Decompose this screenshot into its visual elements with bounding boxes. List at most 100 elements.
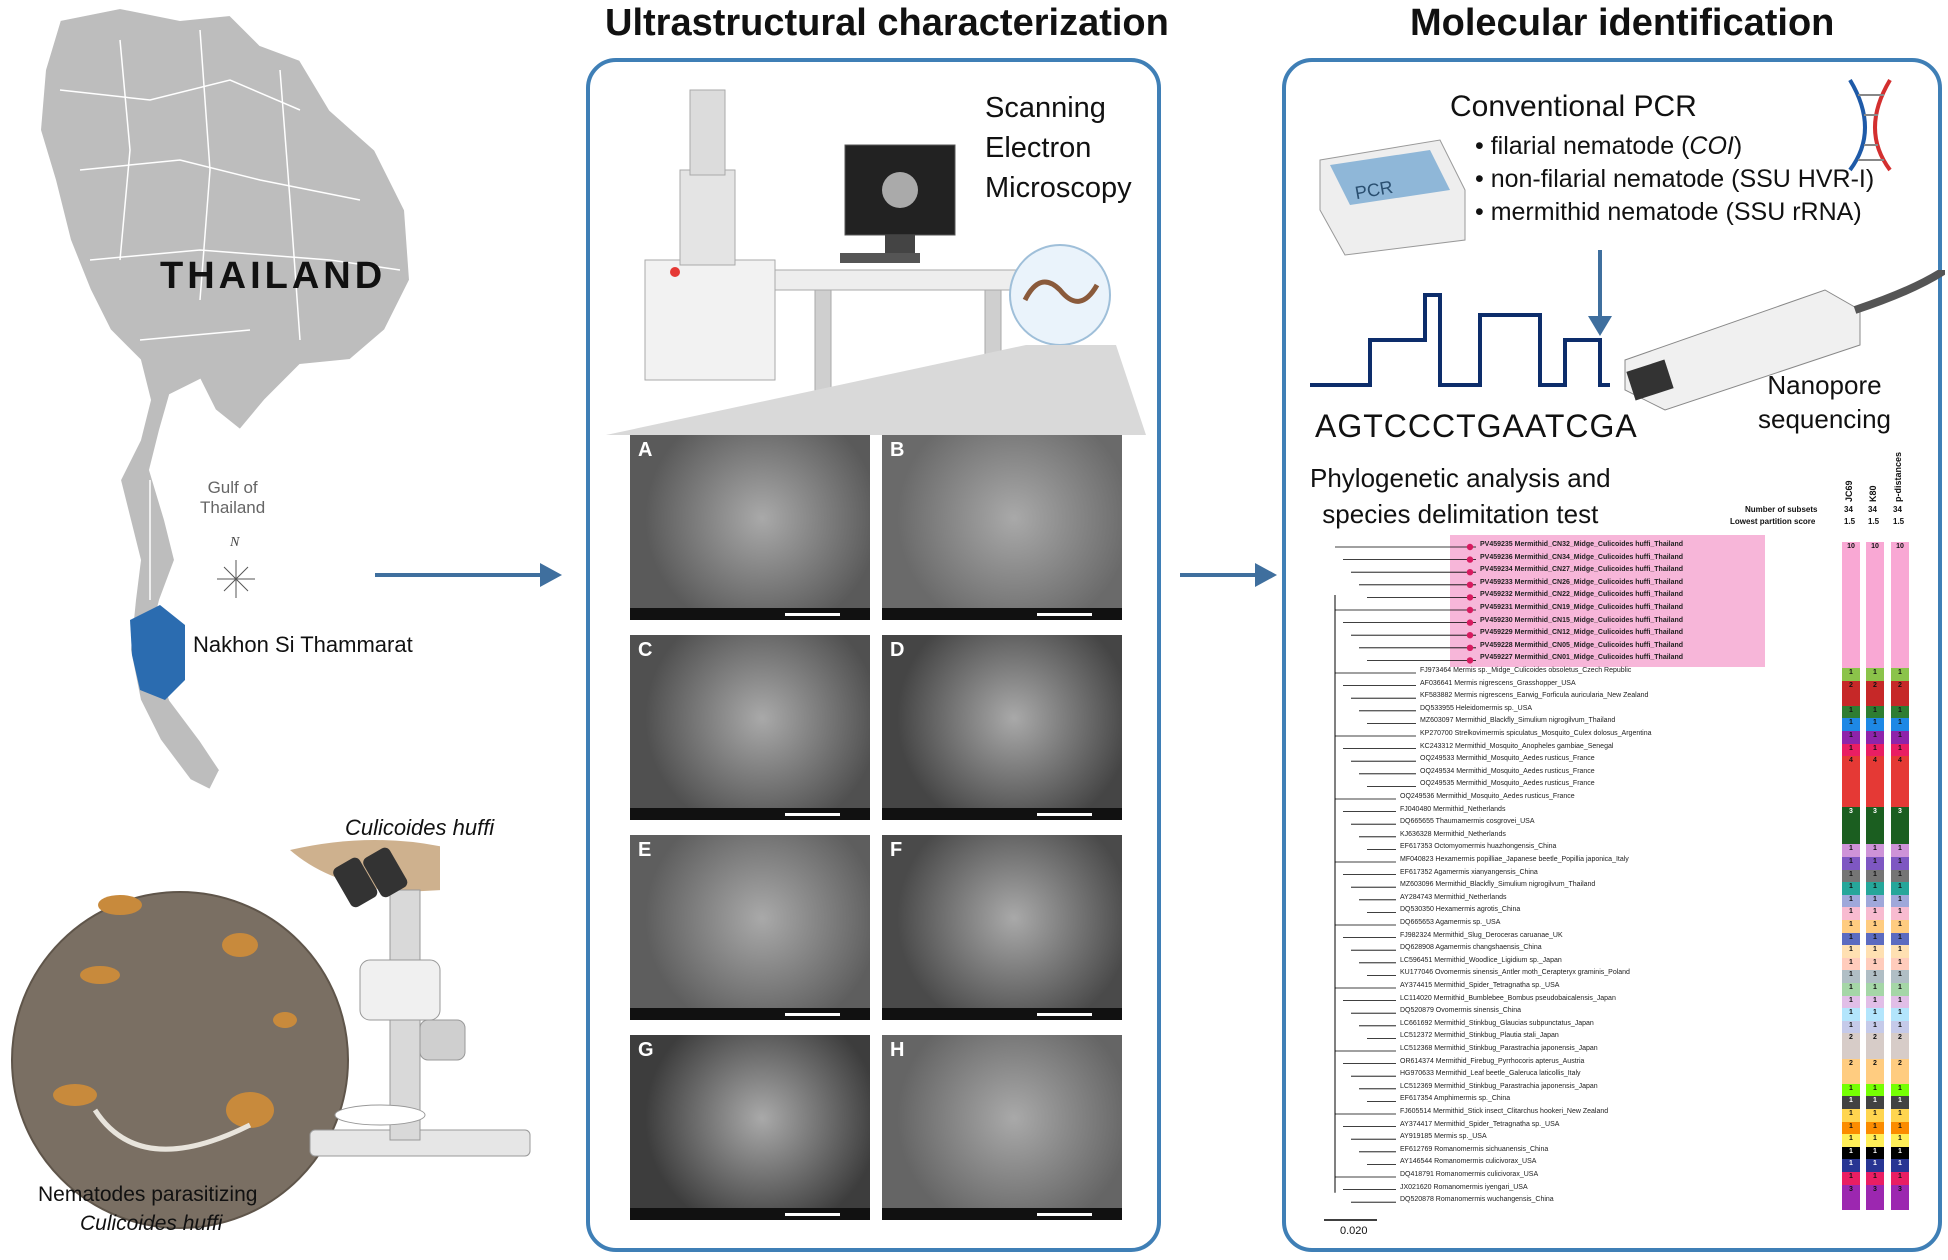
delimitation-cell: 10 [1891,542,1909,556]
delimitation-cell [1891,617,1909,631]
delimitation-code: 1 [1873,996,1877,1004]
compass-label: N [230,535,240,550]
taxon-label: KP270700 Strelkovimermis spiculatus_Mosq… [1420,730,1652,737]
delimitation-code: 10 [1896,543,1904,550]
taxon-label: EF612769 Romanomermis sichuanensis_China [1400,1145,1549,1153]
delimitation-cell: 1 [1891,995,1909,1009]
delimitation-cell: 1 [1891,718,1909,732]
delimitation-cell [1866,630,1884,644]
delimitation-code: 1 [1849,971,1853,979]
delimitation-code: 1 [1849,1147,1853,1155]
delimitation-code: 1 [1898,933,1902,941]
delimitation-cell: 1 [1842,1109,1860,1123]
delimitation-cell: 1 [1866,1159,1884,1173]
stereo-microscope-icon [309,847,531,1157]
delimitation-cell: 1 [1866,894,1884,908]
delimitation-code: 1 [1849,1110,1853,1117]
bullet-dot-icon: • [1475,198,1491,226]
taxon-label: AY284743 Mermithid_Netherlands [1400,893,1507,901]
taxon-marker-icon [1466,581,1474,588]
delimitation-code: 2 [1849,1034,1853,1042]
delimitation-cell: 1 [1891,957,1909,971]
delimitation-code: 1 [1873,732,1877,739]
delimitation-code: 1 [1849,744,1853,752]
tree-column-header: JC69 [1844,480,1854,502]
delimitation-cell [1842,1197,1860,1211]
sem-scale-bar [1037,813,1092,816]
delimitation-cell [1866,1071,1884,1085]
delimitation-cell [1842,630,1860,644]
delimitation-cell [1866,567,1884,581]
delimitation-cell: 1 [1842,718,1860,732]
delimitation-code: 1 [1898,883,1902,891]
delimitation-cell [1891,630,1909,644]
arrow-down-icon [1588,250,1612,336]
delimitation-cell: 1 [1866,1008,1884,1022]
pcr-heading: Conventional PCR [1450,90,1697,123]
delimitation-code: 1 [1898,706,1902,714]
sem-panel-g: G [630,1035,870,1220]
delimitation-cell: 1 [1842,932,1860,946]
delimitation-cell: 1 [1866,1172,1884,1186]
delimitation-cell: 1 [1842,1096,1860,1110]
delimitation-code: 1 [1849,883,1853,891]
delimitation-code: 1 [1898,996,1902,1004]
delimitation-code: 1 [1898,895,1902,903]
delimitation-cell [1866,693,1884,707]
delimitation-cell: 1 [1866,857,1884,871]
delimitation-cell: 2 [1866,1058,1884,1072]
taxon-marker-icon [1466,606,1474,614]
delimitation-code: 1 [1873,744,1877,752]
delimitation-cell: 1 [1866,1121,1884,1135]
delimitation-code: 1 [1873,669,1877,676]
delimitation-code: 1 [1898,732,1902,739]
sem-info-bar [882,608,1122,620]
delimitation-cell: 1 [1891,668,1909,682]
delimitation-code: 1 [1849,908,1853,916]
delimitation-code: 1 [1873,908,1877,916]
delimitation-code: 2 [1849,1059,1853,1067]
delimitation-cell: 2 [1891,1058,1909,1072]
sem-panel-letter: A [638,439,653,461]
delimitation-code: 4 [1849,757,1853,765]
delimitation-code: 2 [1849,681,1853,689]
delimitation-cell: 1 [1891,932,1909,946]
delimitation-code: 1 [1849,706,1853,714]
taxon-label: OQ249533 Mermithid_Mosquito_Aedes rustic… [1420,755,1595,763]
delimitation-cell: 1 [1842,844,1860,858]
delimitation-code: 1 [1873,1009,1877,1017]
delimitation-cell: 1 [1866,1146,1884,1160]
nematode-inset-icon [1009,244,1111,346]
delimitation-cell: 3 [1891,1184,1909,1198]
sem-panel-letter: C [638,639,653,661]
left-figure [11,6,440,1229]
delimitation-cell: 1 [1866,1096,1884,1110]
delimitation-code: 1 [1849,1009,1853,1017]
delimitation-code: 1 [1898,1021,1902,1029]
delimitation-code: 1 [1849,984,1853,991]
scale-label: 0.020 [1340,1225,1368,1237]
delimitation-code: 1 [1898,669,1902,676]
nanopore-label: Nanopore sequencing [1758,370,1891,434]
delimitation-cell: 1 [1842,920,1860,934]
compass-icon [217,560,255,598]
delimitation-code: 1 [1849,946,1853,954]
delimitation-cell: 1 [1842,705,1860,719]
delimitation-code: 1 [1898,1084,1902,1092]
delimitation-cell: 1 [1891,1134,1909,1148]
sem-machine-icon [644,89,1026,401]
sem-panel-letter: B [890,439,905,461]
delimitation-cell: 1 [1866,1083,1884,1097]
taxon-label: FJ973464 Mermis sp._Midge_Culicoides obs… [1420,667,1632,674]
delimitation-cell [1842,567,1860,581]
sem-info-bar [630,608,870,620]
phylogenetic-tree [1334,535,1765,1203]
delimitation-cell: 1 [1842,731,1860,745]
delimitation-code: 1 [1873,883,1877,891]
delimitation-code: 1 [1849,921,1853,928]
delimitation-cell: 1 [1891,743,1909,757]
taxon-label: KF583882 Mermis nigrescens_Earwig_Forfic… [1420,692,1649,700]
delimitation-cell: 1 [1842,1146,1860,1160]
taxon-label: MZ603096 Mermithid_Blackfly_Simulium nig… [1400,881,1596,889]
delimitation-code: 1 [1873,958,1877,966]
